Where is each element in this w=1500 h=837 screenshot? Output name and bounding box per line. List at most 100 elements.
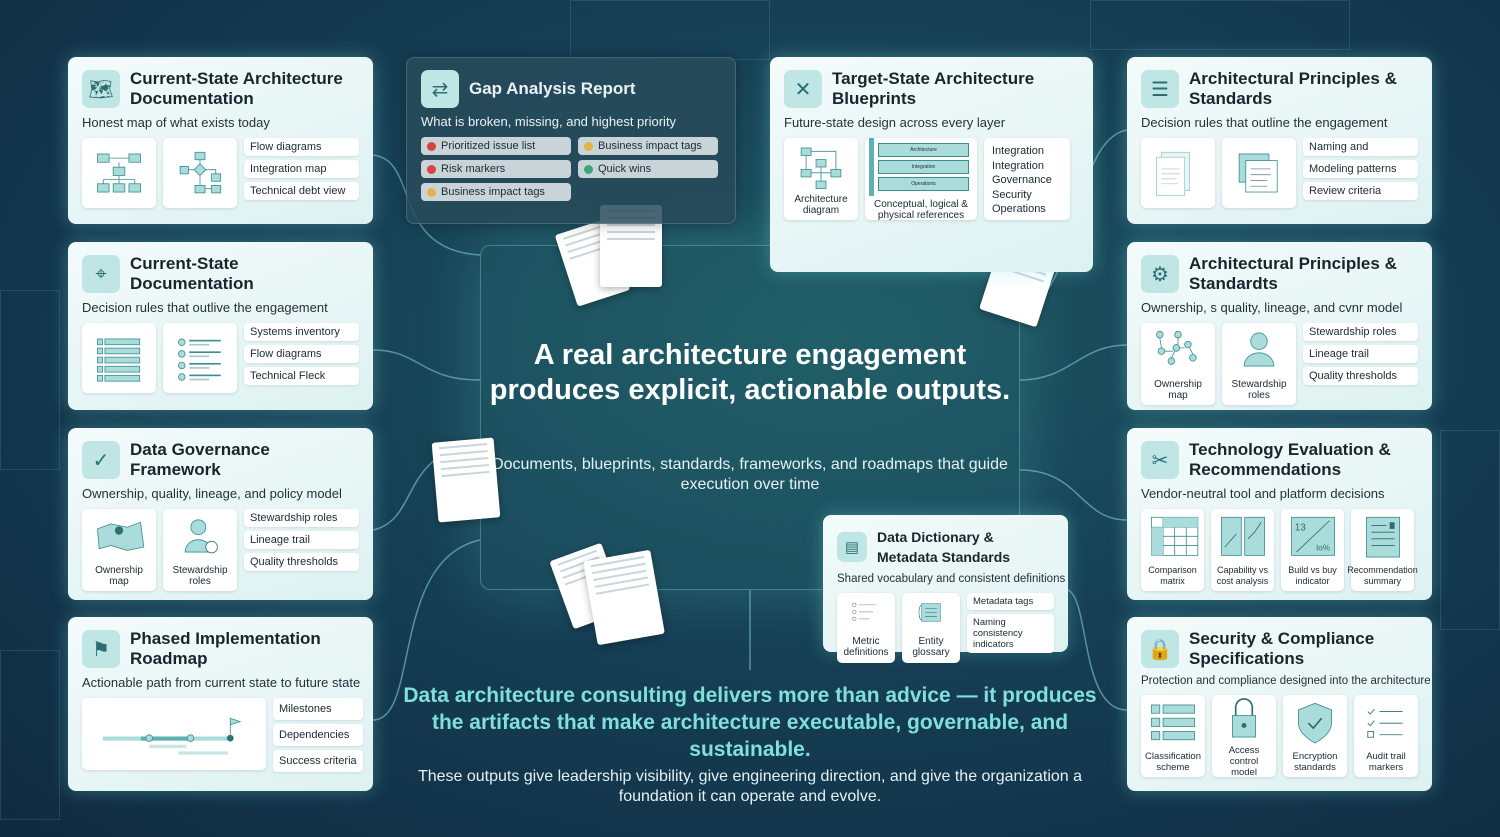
tag-business-impact-tags[interactable]: Business impact tags [421, 183, 571, 201]
chip-review-criteria[interactable]: Review criteria [1303, 182, 1418, 200]
tools-icon: ✂ [1141, 441, 1179, 479]
tag-label: Prioritized issue list [441, 140, 536, 152]
user-check-icon [174, 514, 226, 562]
layer-list-item: Security [992, 188, 1032, 201]
tile-document-stack[interactable] [1141, 138, 1215, 208]
tile-metric-list[interactable]: Metric definitions [837, 593, 895, 663]
card-header: ⌖Current-State Documentation [82, 254, 359, 294]
tile-padlock[interactable]: Access control model [1212, 694, 1276, 778]
card-title: Target-State Architecture Blueprints [832, 69, 1035, 108]
chip-technical-fleck[interactable]: Technical Fleck [244, 367, 359, 385]
status-dot-icon [427, 164, 436, 174]
padlock-icon [1218, 694, 1270, 742]
tile-user[interactable]: Stewardship roles [1222, 323, 1296, 405]
chip-metadata-tags[interactable]: Metadata tags [967, 593, 1054, 610]
chip-naming-consistency-indicators[interactable]: Naming consistency indicators [967, 614, 1054, 653]
status-dot-icon [584, 141, 593, 151]
chip-technical-debt-view[interactable]: Technical debt view [244, 182, 359, 200]
chip-naming-and[interactable]: Naming and [1303, 138, 1418, 156]
tile-architecture-diagram[interactable]: Architecture diagram [784, 138, 858, 220]
card-subtitle: Ownership, s quality, lineage, and cvnr … [1141, 300, 1403, 315]
tile-label: Ownership map [95, 564, 143, 587]
map-pin-icon [93, 514, 145, 562]
chip-dependencies[interactable]: Dependencies [273, 724, 363, 746]
card-technology-evaluation[interactable]: ✂Technology Evaluation & Recommendations… [1127, 428, 1432, 600]
gear-hands-icon: ⚙ [1141, 255, 1179, 293]
tile-map-pin[interactable]: Ownership map [82, 509, 156, 591]
tile-table[interactable] [82, 323, 156, 393]
chip-stewardship-roles[interactable]: Stewardship roles [244, 509, 359, 527]
card-subtitle: Ownership, quality, lineage, and policy … [82, 486, 342, 501]
tile-label: Access control model [1228, 745, 1260, 778]
tile-hierarchy-diagram[interactable] [82, 138, 156, 208]
chip-quality-thresholds[interactable]: Quality thresholds [244, 553, 359, 571]
tile-label: Ownership map [1154, 378, 1202, 401]
tile-list[interactable] [163, 323, 237, 393]
tile-chart[interactable]: Capability vs cost analysis [1211, 509, 1274, 591]
card-header: 🔒Security & Compliance Specifications [1141, 629, 1418, 669]
tag-prioritized-issue-list[interactable]: Prioritized issue list [421, 137, 571, 155]
document-stack-icon [1152, 149, 1204, 197]
tile-summary-doc[interactable]: Recommendation summary [1347, 509, 1418, 591]
network-icon [1152, 328, 1204, 376]
tag-label: Risk markers [441, 163, 506, 175]
chip-flow-diagrams[interactable]: Flow diagrams [244, 345, 359, 363]
chart-icon [1217, 514, 1269, 562]
layer-list-item: Integration [992, 159, 1044, 172]
card-header: ⚙Architectural Principles & Standardts [1141, 254, 1418, 294]
chip-success-criteria[interactable]: Success criteria [273, 750, 363, 772]
card-header: ☰Architectural Principles & Standards [1141, 69, 1418, 109]
tile-label: Capability vs cost analysis [1216, 564, 1269, 586]
card-title: Data Dictionary & Metadata Standards [877, 529, 1011, 565]
chip-lineage-trail[interactable]: Lineage trail [1303, 345, 1418, 363]
tile-document-list[interactable] [1222, 138, 1296, 208]
chip-lineage-trail[interactable]: Lineage trail [244, 531, 359, 549]
status-dot-icon [427, 187, 436, 197]
chip-integration-map[interactable]: Integration map [244, 160, 359, 178]
tile-network[interactable]: Ownership map [1141, 323, 1215, 405]
status-dot-icon [427, 141, 436, 151]
tile-audit-list[interactable]: Audit trail markers [1354, 695, 1418, 777]
chip-systems-inventory[interactable]: Systems inventory [244, 323, 359, 341]
table-icon [93, 334, 145, 382]
layer-box: Operations [878, 176, 969, 191]
tag-quick-wins[interactable]: Quick wins [578, 160, 718, 178]
tile-flowchart[interactable] [163, 138, 237, 208]
chip-flow-diagrams[interactable]: Flow diagrams [244, 138, 359, 156]
chip-stewardship-roles[interactable]: Stewardship roles [1303, 323, 1418, 341]
tile-user-check[interactable]: Stewardship roles [163, 509, 237, 591]
card-subtitle: Decision rules that outlive the engageme… [82, 300, 328, 315]
tile-classification[interactable]: Classification scheme [1141, 695, 1205, 777]
tile-label: Stewardship roles [1231, 378, 1287, 401]
chip-modeling-patterns[interactable]: Modeling patterns [1303, 160, 1418, 178]
tile-glossary[interactable]: Entity glossary [902, 593, 960, 663]
tag-business-impact-tags[interactable]: Business impact tags [578, 137, 718, 155]
tag-risk-markers[interactable]: Risk markers [421, 160, 571, 178]
tile-timeline[interactable] [82, 698, 266, 770]
tile-matrix[interactable]: Comparison matrix [1141, 509, 1204, 591]
headline: A real architecture engagement produces … [489, 339, 1011, 406]
chip-quality-thresholds[interactable]: Quality thresholds [1303, 367, 1418, 385]
tile-shield[interactable]: Encryption standards [1283, 695, 1347, 777]
chip-milestones[interactable]: Milestones [273, 698, 363, 720]
card-current-state-architecture[interactable]: 🗺Current-State Architecture Documentatio… [68, 57, 373, 224]
